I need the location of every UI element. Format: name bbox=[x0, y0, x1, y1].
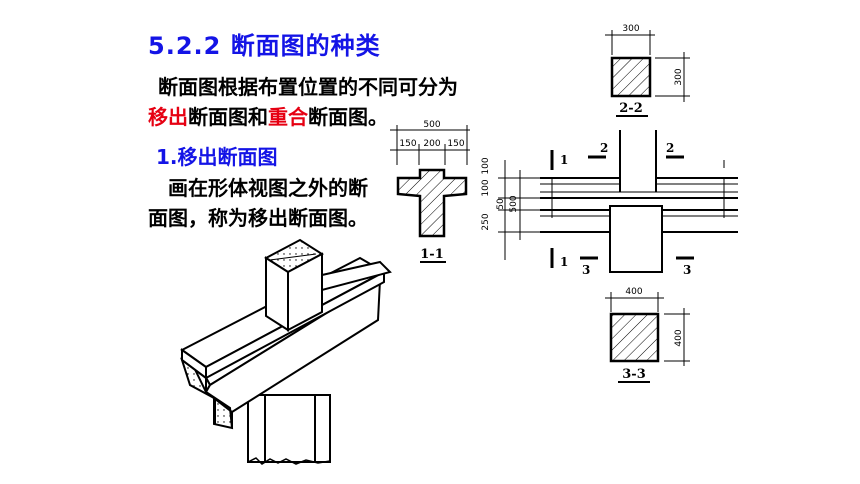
desc-line-1: 画在形体视图之外的断 bbox=[168, 176, 368, 200]
cut-mark-1-bottom: 1 bbox=[560, 255, 568, 269]
page-title: 5.2.2 断面图的种类 bbox=[148, 32, 381, 60]
dim-150-right: 150 bbox=[447, 139, 464, 149]
dim-200: 200 bbox=[423, 139, 440, 149]
dim-plan-top: 100 bbox=[481, 157, 491, 174]
intro-text-d: 断面图。 bbox=[308, 105, 388, 129]
section-2-2-label: 2-2 bbox=[619, 101, 643, 116]
dim-plan-500: 500 bbox=[509, 195, 519, 212]
section-3-3-label: 3-3 bbox=[622, 367, 646, 382]
section-1-1-label: 1-1 bbox=[420, 247, 444, 262]
intro-line-2: 移出断面图和重合断面图。 bbox=[148, 102, 388, 132]
desc-line-2: 面图，称为移出断面图。 bbox=[148, 206, 368, 230]
term-removed: 移出 bbox=[148, 105, 188, 129]
dim-plan-50: 50 bbox=[496, 198, 506, 210]
dim-plan-250: 250 bbox=[481, 213, 491, 230]
intro-text-b: 断面图和 bbox=[188, 105, 268, 129]
intro-line-1: 断面图根据布置位置的不同可分为 bbox=[158, 75, 458, 99]
dim-plan-100: 100 bbox=[481, 179, 491, 196]
term-coincident: 重合 bbox=[268, 105, 308, 129]
dim-400-h: 400 bbox=[674, 329, 684, 346]
dim-300-w: 300 bbox=[622, 24, 639, 34]
section-2-2: 300 300 2-2 bbox=[605, 24, 690, 117]
dim-500: 500 bbox=[423, 120, 440, 130]
cut-mark-3-left: 3 bbox=[582, 263, 590, 277]
cut-mark-3-right: 3 bbox=[683, 263, 691, 277]
isometric-view bbox=[180, 238, 392, 465]
section-1-1: 500 150 200 150 1-1 bbox=[390, 120, 470, 263]
section-3-3: 400 400 3-3 bbox=[605, 287, 690, 383]
subheading: 1.移出断面图 bbox=[156, 145, 278, 169]
dim-150-left: 150 bbox=[399, 139, 416, 149]
cut-mark-2-right: 2 bbox=[666, 141, 674, 155]
cut-mark-2-left: 2 bbox=[600, 141, 608, 155]
dim-300-h: 300 bbox=[674, 68, 684, 85]
plan-view bbox=[498, 130, 738, 273]
dim-400-w: 400 bbox=[625, 287, 642, 297]
cut-mark-1-top: 1 bbox=[560, 153, 568, 167]
